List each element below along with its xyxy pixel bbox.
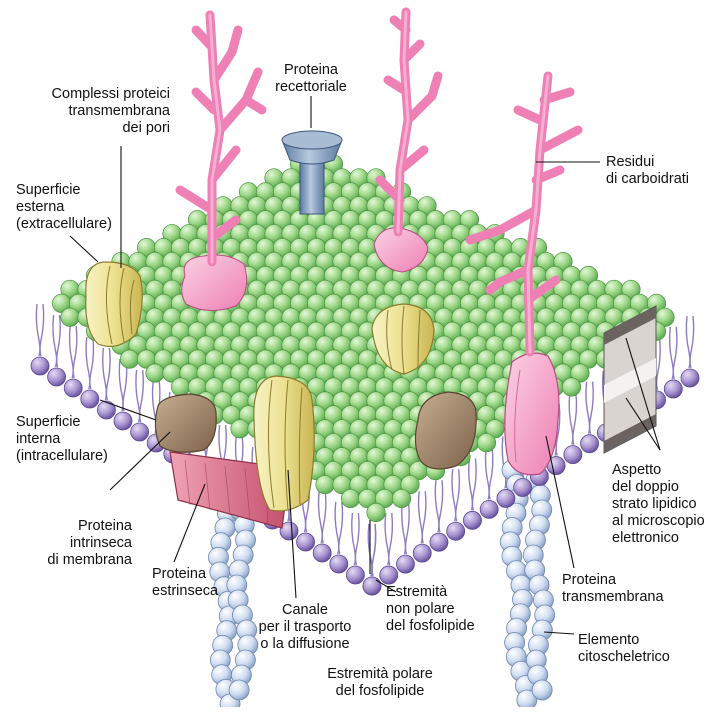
label-proteina-estrinseca: Proteina estrinseca bbox=[152, 566, 248, 600]
label-estremita-non-polare: Estremità non polare del fosfolipide bbox=[386, 584, 496, 635]
pore-complex-left bbox=[86, 262, 143, 346]
label-canale: Canale per il trasporto o la diffusione bbox=[246, 602, 364, 653]
pore-channel bbox=[254, 376, 314, 511]
label-elemento-citoscheletrico: Elemento citoscheletrico bbox=[578, 632, 688, 666]
label-superficie-esterna: Superficie esterna (extracellulare) bbox=[16, 182, 136, 233]
label-estremita-polare: Estremità polare del fosfolipide bbox=[316, 666, 444, 700]
label-superficie-interna: Superficie interna (intracellulare) bbox=[16, 414, 136, 465]
label-complessi-pori: Complessi proteici transmembrana dei por… bbox=[38, 86, 170, 137]
intrinsic-protein-left bbox=[155, 394, 216, 452]
label-proteina-transmembrana: Proteina transmembrana bbox=[562, 572, 674, 606]
label-proteina-intrinseca: Proteina intrinseca di membrana bbox=[26, 518, 132, 569]
label-residui-carboidrati: Residui di carboidrati bbox=[606, 154, 706, 188]
label-aspetto-doppio-strato: Aspetto del doppio strato lipidico al mi… bbox=[612, 462, 714, 547]
label-proteina-recettoriale: Proteina recettoriale bbox=[266, 62, 356, 96]
outer-polar-heads bbox=[52, 155, 674, 522]
